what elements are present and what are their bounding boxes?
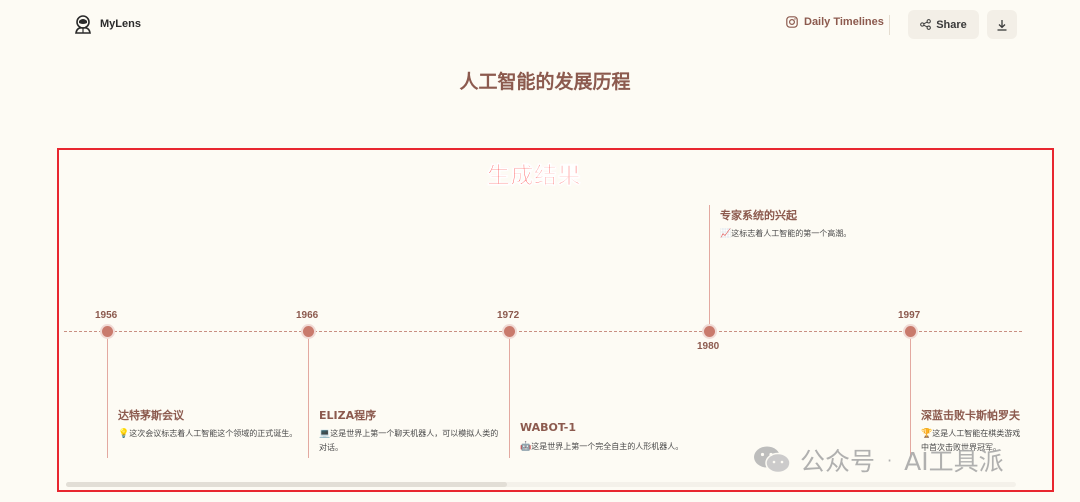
timeline-dot[interactable] <box>102 326 113 337</box>
event-year: 1966 <box>296 310 319 321</box>
event-description: 💻这是世界上第一个聊天机器人，可以模拟人类的对话。 <box>319 427 501 454</box>
share-icon <box>920 19 932 30</box>
daily-timelines-link[interactable]: Daily Timelines <box>786 16 884 28</box>
lightbulb-icon: 💡 <box>118 429 130 439</box>
event-description: 💡这次会议标志着人工智能这个领域的正式诞生。 <box>118 427 303 441</box>
astronaut-logo-icon <box>75 15 91 34</box>
event-desc-text: 这是人工智能在棋类游戏中首次击败世界冠军。 <box>921 429 1021 452</box>
event-connector <box>709 205 710 331</box>
event-desc-text: 这是世界上第一个聊天机器人，可以模拟人类的对话。 <box>319 429 499 452</box>
instagram-icon <box>786 16 798 28</box>
event-connector <box>910 332 911 458</box>
brand-logo[interactable]: MyLens <box>73 14 141 34</box>
event-title: ELIZA程序 <box>319 409 377 422</box>
watermark-text-left: 公众号 <box>800 447 876 476</box>
event-desc-text: 这是世界上第一个完全自主的人形机器人。 <box>531 442 684 451</box>
result-annotation-label: 生成结果 <box>487 163 581 190</box>
daily-timelines-label: Daily Timelines <box>804 16 884 28</box>
download-icon <box>997 19 1007 31</box>
event-title: 深蓝击败卡斯帕罗夫 <box>921 409 1020 422</box>
event-year: 1972 <box>497 310 520 321</box>
event-description: 📈这标志着人工智能的第一个高潮。 <box>720 227 910 241</box>
page-title: 人工智能的发展历程 <box>459 71 631 93</box>
timeline-dot[interactable] <box>704 326 715 337</box>
event-desc-text: 这次会议标志着人工智能这个领域的正式诞生。 <box>129 429 298 438</box>
event-title: WABOT-1 <box>520 421 576 434</box>
nav-divider <box>889 15 890 35</box>
horizontal-scrollbar-thumb[interactable] <box>66 482 507 487</box>
watermark-text-right: AI工具派 <box>904 447 1004 476</box>
event-connector <box>107 332 108 458</box>
chart-up-icon: 📈 <box>720 229 732 239</box>
event-year: 1980 <box>697 341 720 352</box>
event-connector <box>509 332 510 458</box>
robot-icon: 🤖 <box>520 442 532 452</box>
timeline-dot[interactable] <box>905 326 916 337</box>
event-connector <box>308 332 309 458</box>
timeline-dot[interactable] <box>303 326 314 337</box>
event-year: 1956 <box>95 310 118 321</box>
event-title: 专家系统的兴起 <box>720 209 797 222</box>
computer-icon: 💻 <box>319 429 331 439</box>
event-title: 达特茅斯会议 <box>118 409 184 422</box>
watermark-separator: · <box>887 450 893 470</box>
timeline-axis <box>64 331 1022 332</box>
brand-name: MyLens <box>100 18 141 30</box>
share-label: Share <box>936 18 967 31</box>
result-highlight-frame <box>57 148 1054 492</box>
wechat-watermark: 公众号 · AI工具派 <box>752 442 1004 478</box>
timeline-viewport: 1956 达特茅斯会议 💡这次会议标志着人工智能这个领域的正式诞生。 1966 … <box>64 205 1022 458</box>
event-description: 🤖这是世界上第一个完全自主的人形机器人。 <box>520 440 710 454</box>
timeline-dot[interactable] <box>504 326 515 337</box>
download-button[interactable] <box>987 10 1017 39</box>
trophy-icon: 🏆 <box>921 429 933 439</box>
event-year: 1997 <box>898 310 921 321</box>
event-desc-text: 这标志着人工智能的第一个高潮。 <box>731 229 852 238</box>
share-button[interactable]: Share <box>908 10 979 39</box>
event-description: 🏆这是人工智能在棋类游戏中首次击败世界冠军。 <box>921 427 1022 454</box>
horizontal-scrollbar-track[interactable] <box>66 482 1016 487</box>
wechat-icon <box>754 446 791 474</box>
